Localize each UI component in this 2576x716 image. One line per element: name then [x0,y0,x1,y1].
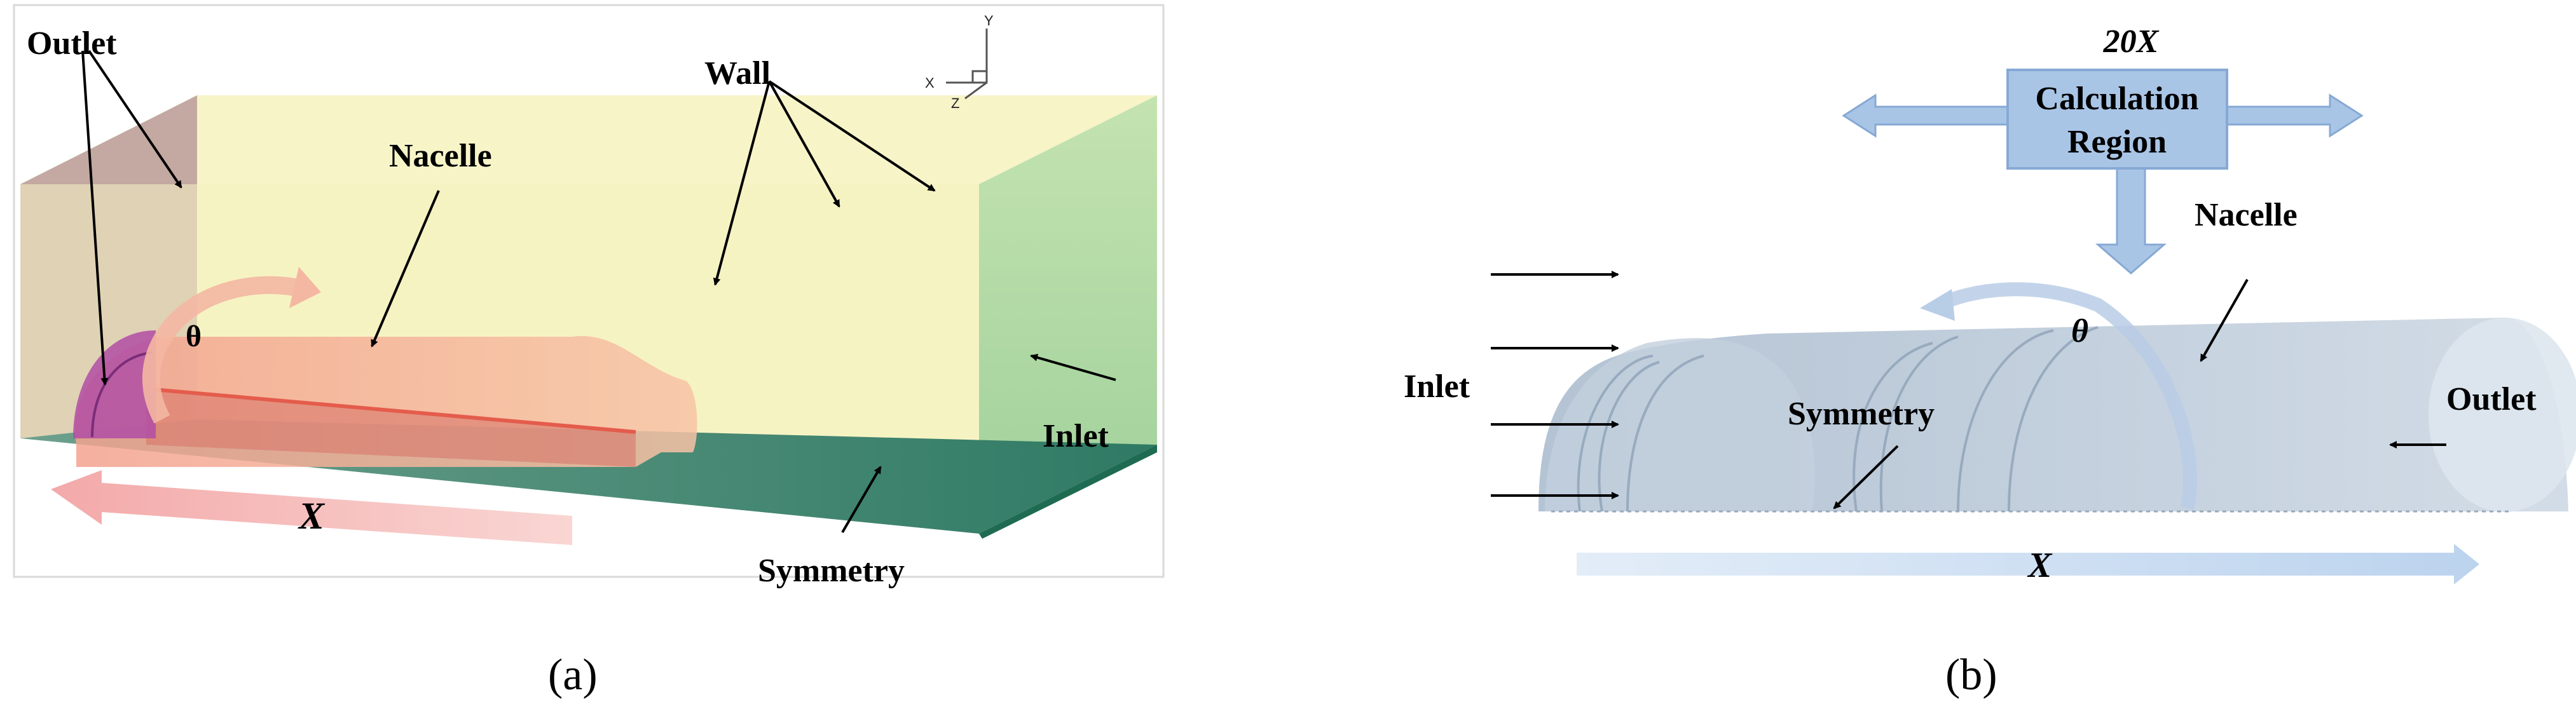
theta-rotation-arrowhead [289,267,321,308]
symmetry-label-b: Symmetry [1788,396,1935,432]
outlet-label-b: Outlet [2446,381,2537,417]
symmetry-pointer [841,466,882,534]
caption-b: (b) [1945,651,1997,699]
x-direction-arrow-b [1577,544,2479,584]
theta-label: θ [186,320,202,353]
region-label-line1: Calculation [2035,81,2198,117]
inlet-flow-arrows [1491,271,1619,499]
calculation-region-box [2006,69,2228,170]
computational-domain [1538,318,2576,513]
axis-x-label: X [925,75,935,91]
axis-z-label: Z [951,95,959,111]
panel-b: 20X Calculation Region Nacelle θ Inlet S… [1404,24,2576,699]
axes-triad: Y X Z [925,13,994,111]
x-axis-label: X [298,495,325,537]
theta-label-b: θ [2071,313,2088,349]
inlet-face [979,95,1157,534]
wall-pointer-1 [713,81,771,286]
inlet-label-b: Inlet [1404,368,1470,405]
inlet-label: Inlet [1043,418,1109,454]
nacelle-pointer [371,190,440,348]
scale-label: 20X [2103,24,2160,60]
region-label-line2: Region [2067,124,2167,160]
symmetry-label: Symmetry [758,553,905,589]
nacelle-pointer-b [2200,279,2249,362]
inlet-pointer [1030,353,1116,381]
calculation-region-arrows [1842,93,2364,274]
theta-rotation-arrowhead-b [1920,289,1955,321]
x-direction-arrow [51,470,572,545]
theta-rotation-arrow [142,276,307,424]
panel-a: Y X Z Outlet Wall Nacelle θ Inlet Symmet… [13,4,1165,699]
outlet-disk-rim [91,351,153,438]
outlet-pointer-1 [88,50,182,189]
wall-label: Wall [704,55,771,91]
wall-pointer-3 [768,80,936,192]
outlet-label: Outlet [27,25,117,62]
nacelle-body [75,335,697,467]
theta-rotation-arrow-b [1936,282,2197,510]
nacelle-label: Nacelle [389,138,492,174]
nacelle-label-b: Nacelle [2195,197,2298,233]
x-axis-label-b: X [2027,546,2053,585]
caption-a: (a) [548,651,598,699]
symmetry-pointer-b [1833,445,1899,510]
outlet-pointer-2 [81,50,109,386]
axis-y-label: Y [984,13,994,29]
wall-pointer-2 [768,81,840,208]
floor-corner-shade [979,445,1157,539]
